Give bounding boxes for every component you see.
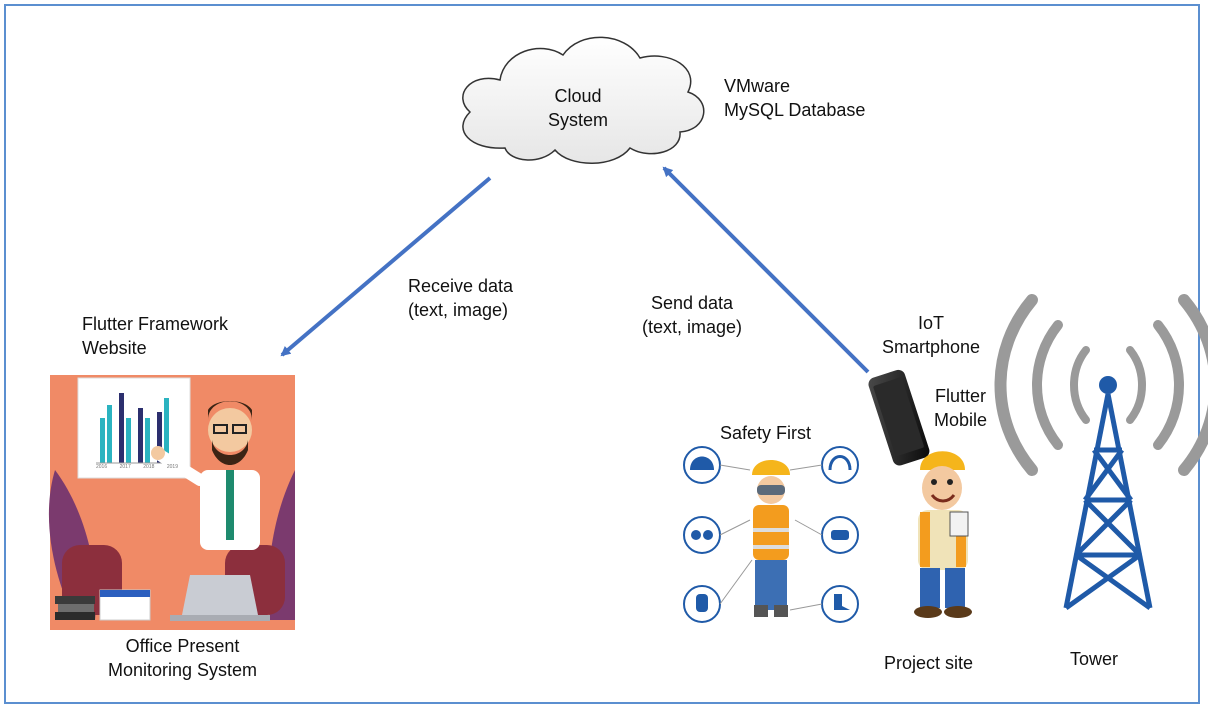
face-mask-icon [822, 517, 858, 553]
cloud-stack-label: VMware MySQL Database [724, 74, 865, 122]
cloud-stack-line1: VMware [724, 74, 865, 98]
iot-line2: Smartphone [882, 335, 980, 359]
iot-line1: IoT [882, 311, 980, 335]
mobile-line1: Flutter [934, 384, 987, 408]
chart-year-label: 2016 [96, 464, 107, 470]
cloud-label-line1: Cloud [548, 84, 608, 108]
website-line2: Website [82, 336, 228, 360]
receive-data-line1: Receive data [408, 274, 513, 298]
goggles-icon [684, 517, 720, 553]
safety-first-illustration [684, 447, 858, 622]
office-line2: Monitoring System [108, 658, 257, 682]
receive-data-line2: (text, image) [408, 298, 513, 322]
office-line1: Office Present [108, 634, 257, 658]
mobile-line2: Mobile [934, 408, 987, 432]
gloves-icon [684, 586, 720, 622]
send-data-arrow [664, 168, 868, 372]
project-site-label: Project site [884, 651, 973, 675]
site-worker-illustration [914, 451, 972, 618]
smartphone-icon [867, 368, 932, 467]
ear-protection-icon [822, 447, 858, 483]
website-label: Flutter Framework Website [82, 312, 228, 360]
iot-smartphone-label: IoT Smartphone [882, 311, 980, 359]
flutter-mobile-label: Flutter Mobile [934, 384, 987, 432]
receive-data-arrow [282, 178, 490, 355]
chart-year-label: 2018 [143, 464, 154, 470]
hard-hat-icon [684, 447, 720, 483]
office-system-label: Office Present Monitoring System [108, 634, 257, 682]
safety-first-label: Safety First [720, 421, 811, 445]
send-data-line2: (text, image) [642, 315, 742, 339]
send-data-line1: Send data [642, 291, 742, 315]
chart-year-axis: 2016 2017 2018 2019 [96, 464, 178, 470]
safety-boots-icon [822, 586, 858, 622]
tower-label: Tower [1070, 647, 1118, 671]
receive-data-label: Receive data (text, image) [408, 274, 513, 322]
website-line1: Flutter Framework [82, 312, 228, 336]
chart-year-label: 2017 [120, 464, 131, 470]
cloud-stack-line2: MySQL Database [724, 98, 865, 122]
office-illustration [49, 375, 295, 630]
send-data-label: Send data (text, image) [642, 291, 742, 339]
tower-icon [1001, 300, 1208, 608]
cloud-system-label: Cloud System [548, 84, 608, 132]
chart-year-label: 2019 [167, 464, 178, 470]
cloud-label-line2: System [548, 108, 608, 132]
